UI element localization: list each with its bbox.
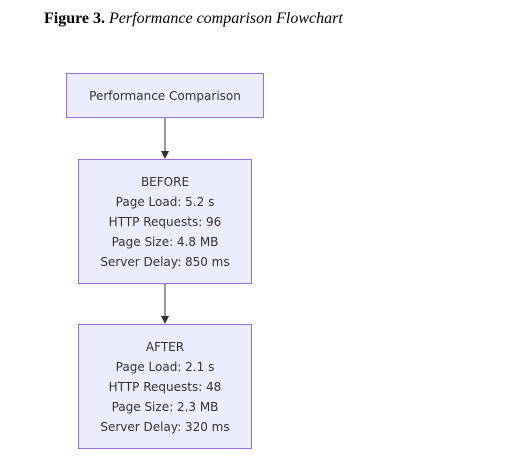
- node-performance-comparison: Performance Comparison: [66, 73, 264, 118]
- node-label: Performance Comparison: [89, 88, 241, 103]
- figure-caption: Figure 3. Performance comparison Flowcha…: [44, 10, 343, 28]
- node-before: BEFORE Page Load: 5.2 s HTTP Requests: 9…: [78, 159, 252, 284]
- metric-server-delay: Server Delay: 850 ms: [100, 254, 230, 269]
- metric-http-requests: HTTP Requests: 48: [108, 379, 222, 394]
- node-heading: BEFORE: [140, 174, 190, 189]
- metric-page-load: Page Load: 2.1 s: [115, 359, 215, 374]
- metric-page-size: Page Size: 2.3 MB: [111, 399, 219, 414]
- metric-http-requests: HTTP Requests: 96: [108, 214, 222, 229]
- metric-page-size: Page Size: 4.8 MB: [111, 234, 219, 249]
- metric-server-delay: Server Delay: 320 ms: [100, 419, 230, 434]
- metric-page-load: Page Load: 5.2 s: [115, 194, 215, 209]
- node-heading: AFTER: [145, 339, 185, 354]
- node-after: AFTER Page Load: 2.1 s HTTP Requests: 48…: [78, 324, 252, 449]
- figure-label: Figure 3.: [44, 10, 106, 27]
- figure-title: Performance comparison Flowchart: [109, 10, 343, 27]
